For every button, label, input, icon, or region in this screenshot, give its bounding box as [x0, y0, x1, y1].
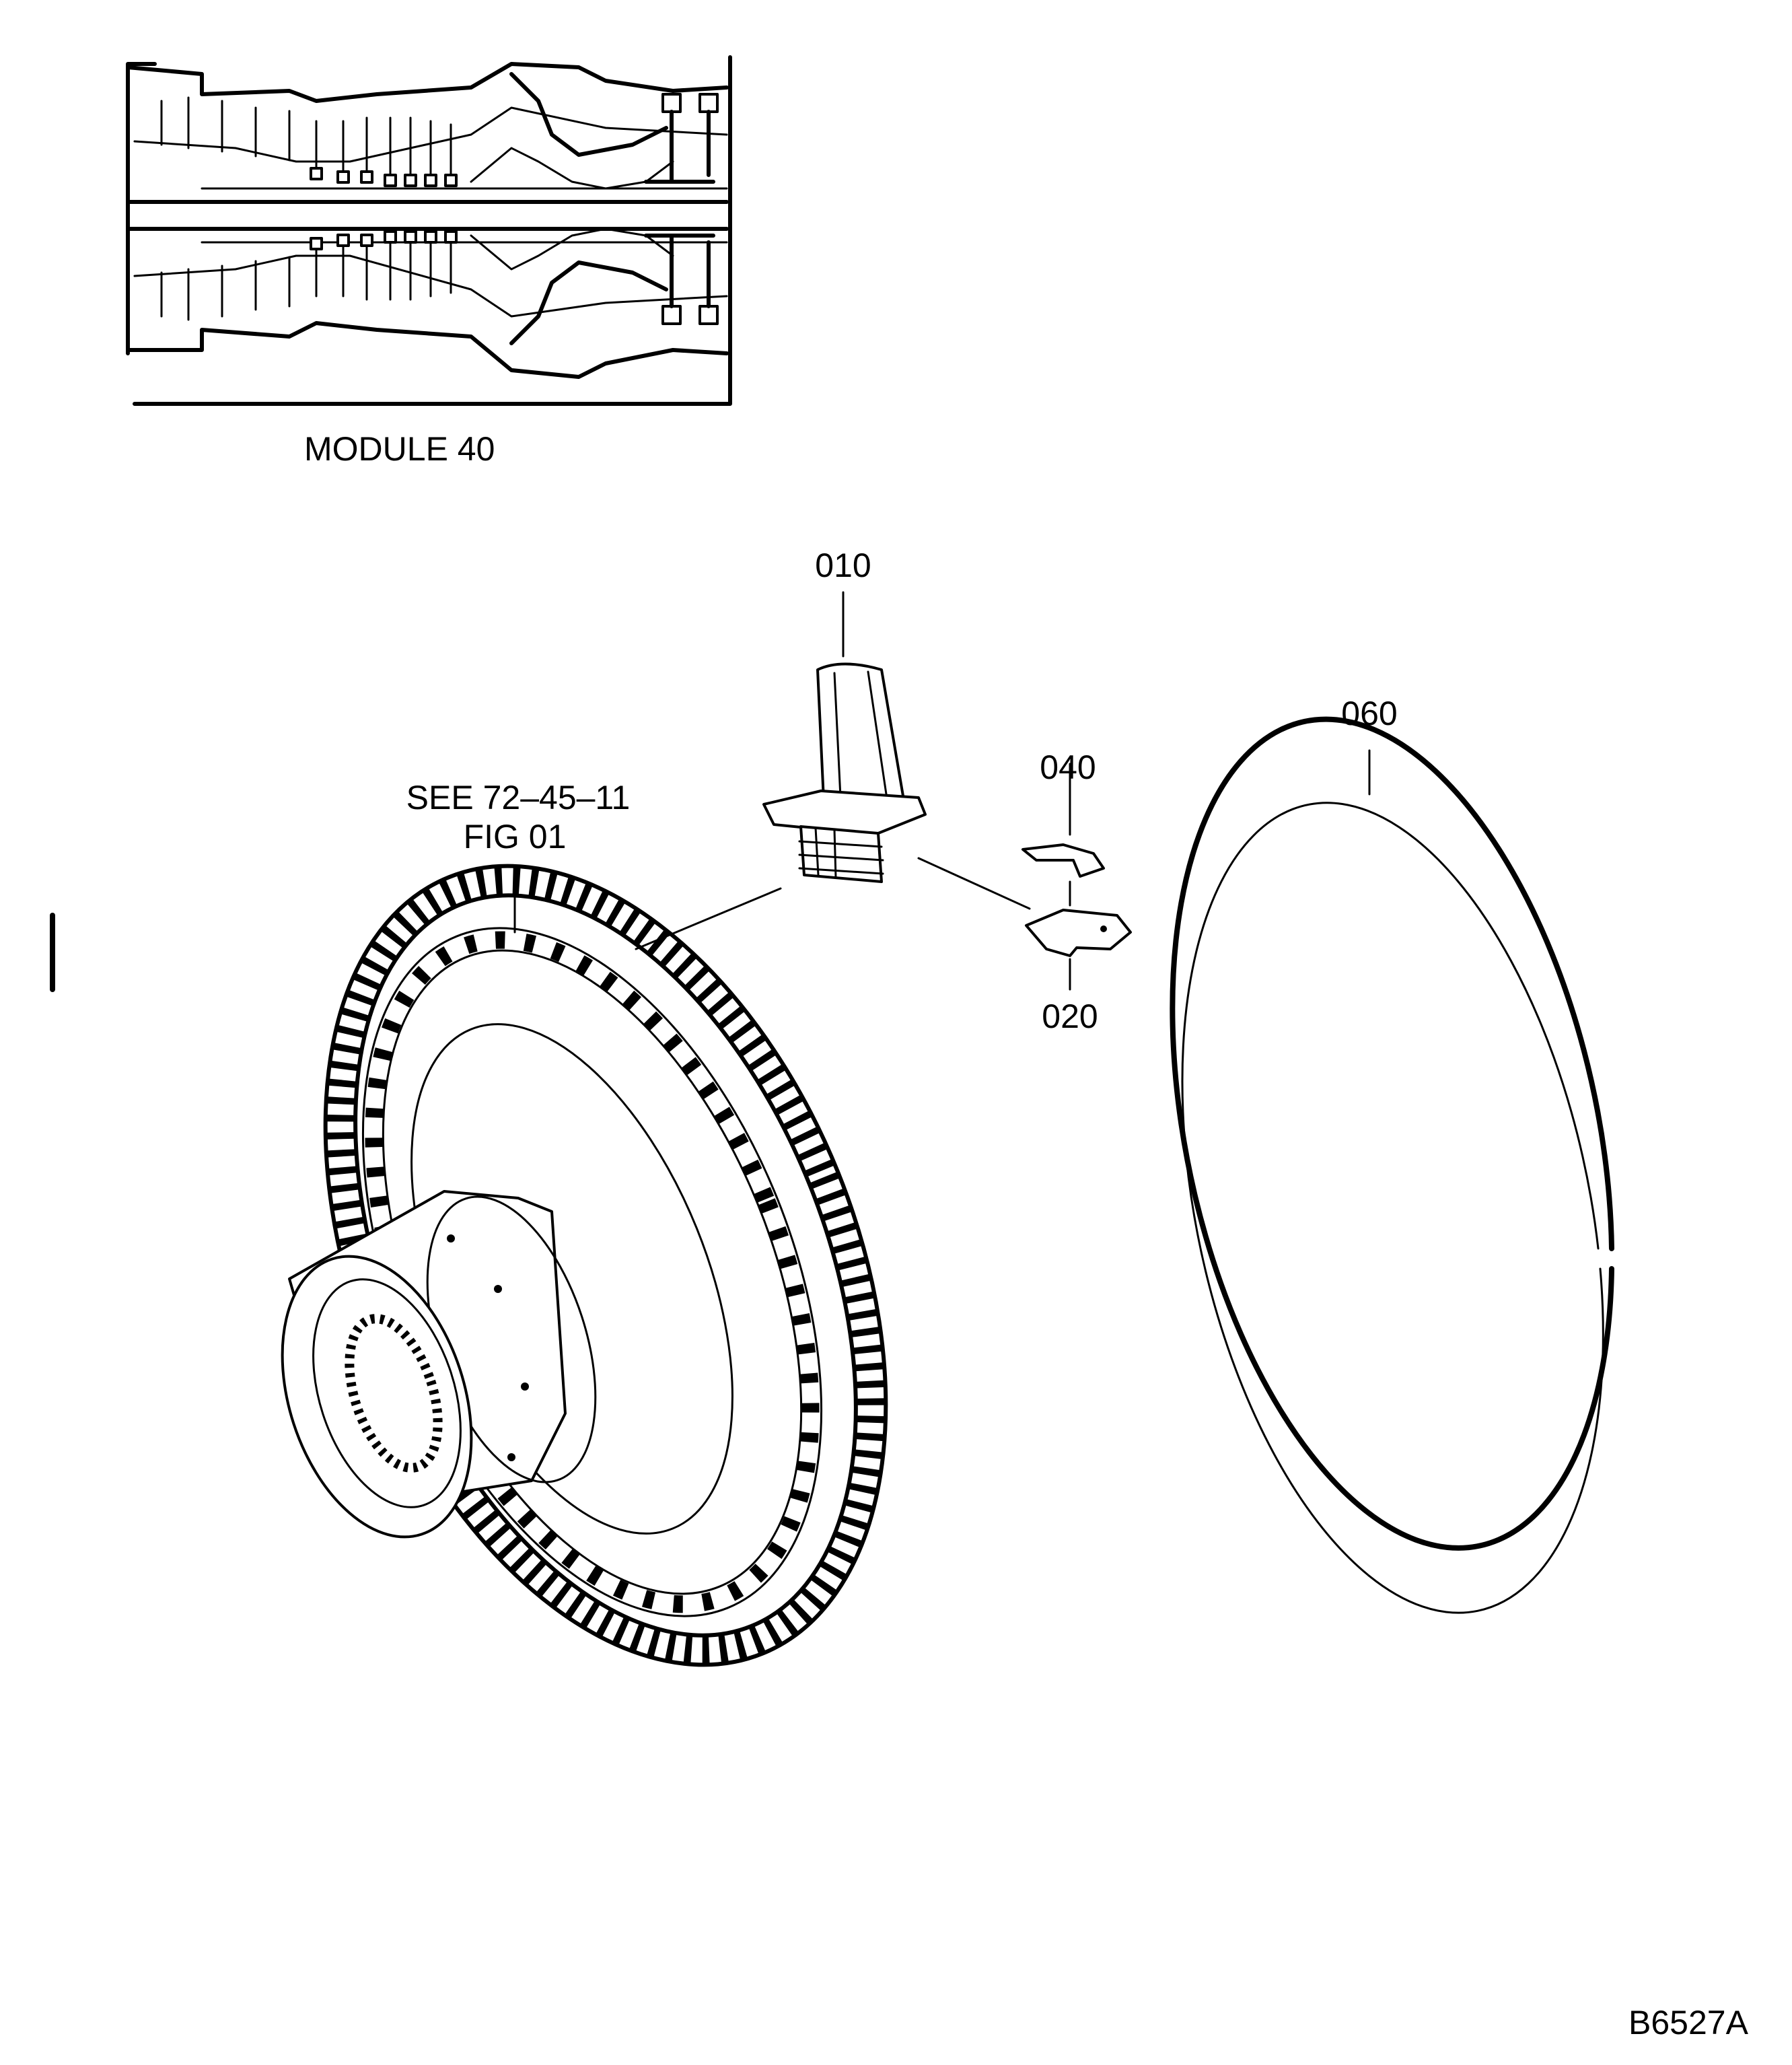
- split-ring-060: [1170, 716, 1614, 1614]
- callout-020: 020: [1042, 998, 1098, 1035]
- lock-plate-040: [1022, 843, 1105, 878]
- see-reference-line1: SEE 72–45–11: [406, 779, 631, 816]
- engine-cross-section-inset: [126, 55, 732, 406]
- callout-060: 060: [1341, 695, 1398, 732]
- callout-010: 010: [815, 547, 871, 584]
- see-reference-line2: FIG 01: [463, 818, 567, 855]
- leader-lines: [513, 591, 1371, 991]
- callout-040: 040: [1040, 748, 1096, 786]
- module-caption: MODULE 40: [304, 430, 495, 468]
- turbine-blade-010: [762, 662, 927, 883]
- turbine-disc-assembly: [281, 864, 888, 1667]
- lock-plate-020: [1025, 909, 1132, 957]
- figure-id: B6527A: [1628, 2004, 1748, 2041]
